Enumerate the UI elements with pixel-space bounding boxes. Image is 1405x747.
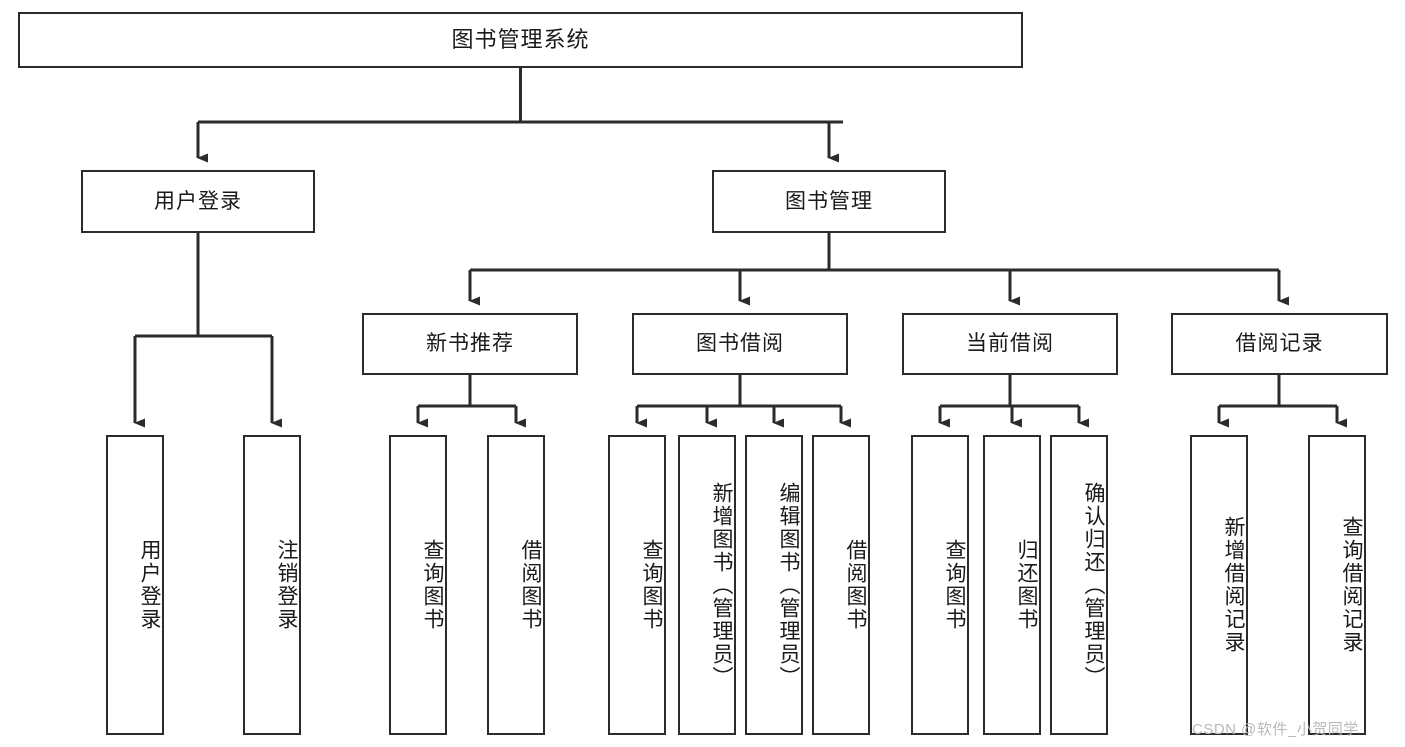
- node-new-book-recommend[interactable]: 新书推荐: [362, 313, 578, 375]
- node-leaf-confirm-return-label: 确认归还（管理员）: [1082, 481, 1105, 689]
- node-leaf-user-login[interactable]: 用户登录: [106, 435, 164, 735]
- node-leaf-edit-book[interactable]: 编辑图书（管理员）: [745, 435, 803, 735]
- node-root[interactable]: 图书管理系统: [18, 12, 1023, 68]
- node-user-login[interactable]: 用户登录: [81, 170, 315, 233]
- node-leaf-query-book-1[interactable]: 查询图书: [389, 435, 447, 735]
- node-leaf-borrow-book-1-label: 借阅图书: [519, 539, 542, 631]
- node-leaf-return-book[interactable]: 归还图书: [983, 435, 1041, 735]
- node-leaf-logout-label: 注销登录: [275, 539, 298, 631]
- node-book-borrow[interactable]: 图书借阅: [632, 313, 848, 375]
- node-current-borrow[interactable]: 当前借阅: [902, 313, 1118, 375]
- node-leaf-add-book[interactable]: 新增图书（管理员）: [678, 435, 736, 735]
- node-leaf-query-record-label: 查询借阅记录: [1340, 516, 1363, 654]
- node-leaf-add-book-label: 新增图书（管理员）: [710, 481, 733, 689]
- node-book-manage[interactable]: 图书管理: [712, 170, 946, 233]
- node-book-manage-label: 图书管理: [785, 189, 873, 213]
- node-leaf-borrow-book-1[interactable]: 借阅图书: [487, 435, 545, 735]
- node-book-borrow-label: 图书借阅: [696, 332, 784, 356]
- node-root-label: 图书管理系统: [451, 26, 590, 52]
- node-leaf-confirm-return[interactable]: 确认归还（管理员）: [1050, 435, 1108, 735]
- node-leaf-logout[interactable]: 注销登录: [243, 435, 301, 735]
- node-leaf-edit-book-label: 编辑图书（管理员）: [777, 481, 800, 689]
- node-leaf-query-record[interactable]: 查询借阅记录: [1308, 435, 1366, 735]
- node-current-borrow-label: 当前借阅: [966, 332, 1054, 356]
- node-leaf-return-book-label: 归还图书: [1015, 539, 1038, 631]
- node-leaf-borrow-book-2-label: 借阅图书: [844, 539, 867, 631]
- node-new-book-recommend-label: 新书推荐: [426, 332, 514, 356]
- node-leaf-query-book-2[interactable]: 查询图书: [608, 435, 666, 735]
- node-user-login-label: 用户登录: [154, 189, 242, 213]
- node-borrow-record-label: 借阅记录: [1235, 332, 1324, 356]
- node-leaf-query-book-1-label: 查询图书: [421, 539, 444, 631]
- csdn-watermark: CSDN @软件_小贺同学: [1192, 721, 1359, 738]
- node-leaf-query-book-2-label: 查询图书: [640, 539, 663, 631]
- node-leaf-query-book-3[interactable]: 查询图书: [911, 435, 969, 735]
- node-leaf-add-record[interactable]: 新增借阅记录: [1190, 435, 1248, 735]
- node-leaf-add-record-label: 新增借阅记录: [1222, 516, 1245, 654]
- node-borrow-record[interactable]: 借阅记录: [1171, 313, 1388, 375]
- node-leaf-user-login-label: 用户登录: [138, 539, 161, 631]
- node-leaf-borrow-book-2[interactable]: 借阅图书: [812, 435, 870, 735]
- node-leaf-query-book-3-label: 查询图书: [943, 539, 966, 631]
